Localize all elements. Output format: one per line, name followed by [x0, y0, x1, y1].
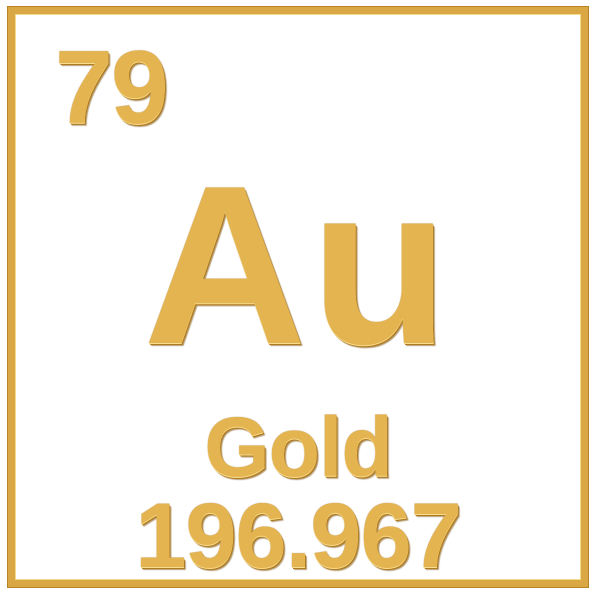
element-tile: 79 Au Gold 196.967	[8, 7, 588, 587]
element-symbol: Au	[143, 138, 453, 391]
element-name: Gold	[204, 400, 392, 494]
atomic-number: 79	[55, 30, 169, 146]
atomic-mass: 196.967	[135, 485, 462, 587]
